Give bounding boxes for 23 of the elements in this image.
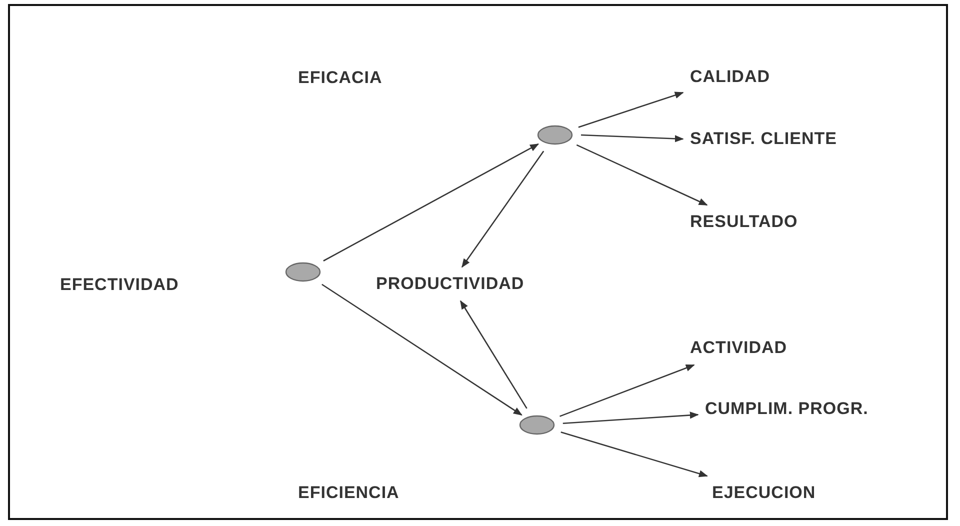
node-label: PRODUCTIVIDAD bbox=[376, 273, 524, 295]
ellipse-node bbox=[519, 415, 555, 435]
ellipse-node bbox=[537, 125, 573, 145]
arrow bbox=[462, 150, 544, 268]
diagram-label: EFICIENCIA bbox=[298, 482, 400, 504]
node-label: SATISF. CLIENTE bbox=[690, 128, 837, 150]
node-label: RESULTADO bbox=[690, 211, 798, 233]
arrow bbox=[578, 92, 684, 128]
arrow bbox=[560, 432, 708, 478]
arrow bbox=[576, 144, 708, 206]
diagram-label: EFECTIVIDAD bbox=[60, 274, 179, 296]
arrow bbox=[322, 284, 522, 416]
arrow bbox=[580, 134, 684, 142]
diagram-label: EFICACIA bbox=[298, 67, 382, 89]
arrow bbox=[460, 300, 528, 409]
node-label: EJECUCION bbox=[712, 482, 816, 504]
node-label: CUMPLIM. PROGR. bbox=[705, 398, 868, 420]
node-label: ACTIVIDAD bbox=[690, 337, 788, 359]
arrow bbox=[562, 412, 699, 424]
arrow bbox=[560, 364, 695, 417]
arrow bbox=[323, 144, 540, 262]
ellipse-node bbox=[285, 262, 321, 282]
node-label: CALIDAD bbox=[690, 66, 770, 88]
